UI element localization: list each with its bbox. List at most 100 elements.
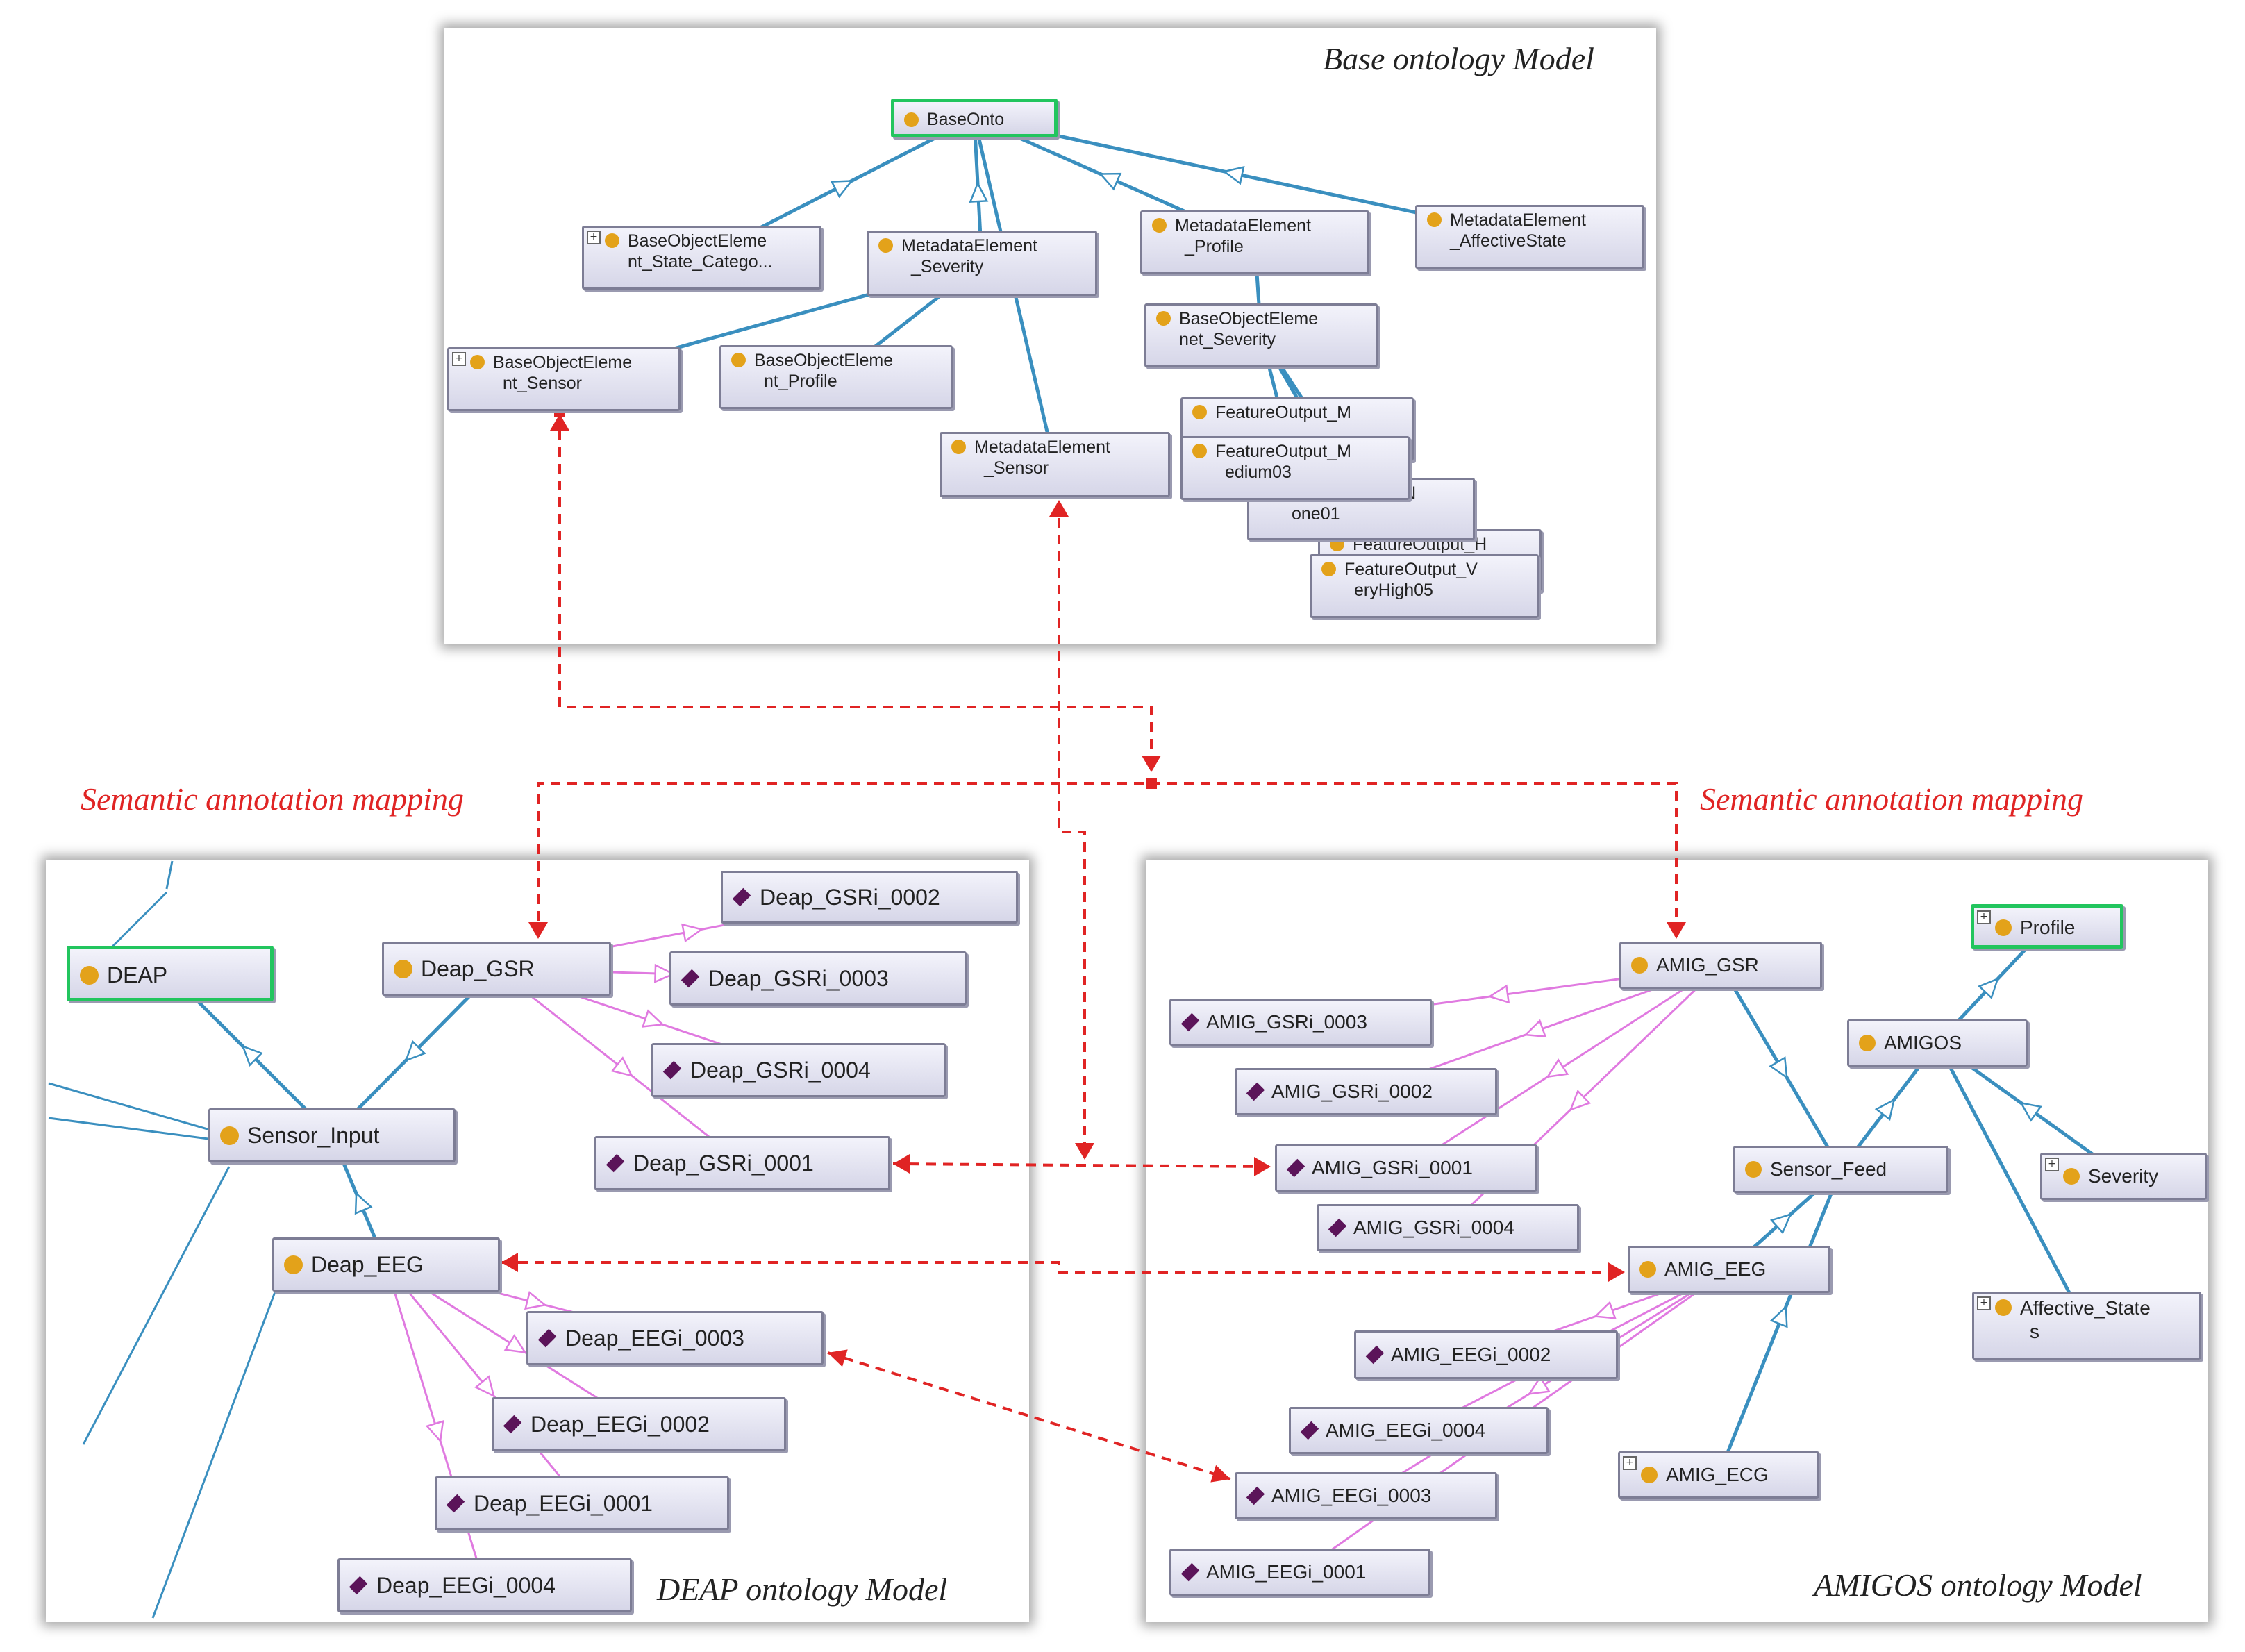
subclass-edge	[82, 1166, 231, 1445]
node-deap-nodes-gsri-0004[interactable]: Deap_GSRi_0004	[651, 1043, 946, 1097]
node-label-line: _AffectiveState	[1450, 231, 1567, 251]
subclass-edge-arrowhead	[2019, 1101, 2042, 1122]
node-amigos-nodes-amigos[interactable]: AMIGOS	[1847, 1019, 2028, 1067]
node-deap-nodes-deap-gsr[interactable]: Deap_GSR	[382, 942, 611, 996]
class-icon	[1641, 1467, 1658, 1483]
class-icon	[878, 238, 893, 253]
node-amigos-nodes-gsri-0001[interactable]: AMIG_GSRi_0001	[1275, 1144, 1537, 1192]
node-deap-nodes-eegi-0002[interactable]: Deap_EEGi_0002	[492, 1397, 786, 1451]
node-deap-nodes-eegi-0004[interactable]: Deap_EEGi_0004	[337, 1558, 632, 1612]
expand-icon[interactable]: +	[2045, 1158, 2059, 1171]
node-deap-nodes-gsri-0001[interactable]: Deap_GSRi_0001	[594, 1136, 890, 1190]
subclass-edge-arrowhead	[404, 1040, 426, 1062]
node-amigos-nodes-amig-ecg[interactable]: +AMIG_ECG	[1618, 1451, 1819, 1499]
class-icon	[1330, 537, 1344, 551]
mapping-line	[892, 1162, 1271, 1168]
class-icon	[1192, 444, 1207, 458]
node-amigos-nodes-gsri-0003[interactable]: AMIG_GSRi_0003	[1169, 999, 1432, 1046]
instance-edge-arrowhead	[1487, 984, 1510, 1004]
class-icon	[1152, 218, 1167, 233]
subclass-edge-arrowhead	[1769, 1212, 1792, 1235]
node-label: Deap_EEGi_0004	[376, 1573, 556, 1598]
subclass-edge-arrowhead	[1978, 977, 1999, 1000]
node-base-nodes-me-affective[interactable]: MetadataElement_AffectiveState	[1415, 205, 1644, 269]
node-amigos-nodes-eegi-0002[interactable]: AMIG_EEGi_0002	[1354, 1330, 1618, 1379]
node-base-nodes-me-sensor[interactable]: MetadataElement_Sensor	[940, 432, 1170, 497]
mapping-arrowhead	[550, 414, 569, 431]
node-amigos-nodes-severity[interactable]: +Severity	[2040, 1153, 2207, 1200]
node-label: Deap_GSRi_0001	[633, 1151, 814, 1176]
class-icon	[731, 353, 746, 367]
subclass-edge	[151, 1284, 279, 1619]
expand-icon[interactable]: +	[1623, 1456, 1637, 1470]
expand-icon[interactable]: +	[452, 352, 466, 366]
expand-icon[interactable]: +	[1977, 1296, 1991, 1310]
node-label: Deap_GSRi_0003	[708, 966, 889, 991]
node-amigos-nodes-eegi-0003[interactable]: AMIG_EEGi_0003	[1235, 1472, 1497, 1519]
class-icon	[904, 112, 919, 127]
individual-icon	[1180, 1012, 1200, 1032]
mapping-arrowhead	[1142, 756, 1161, 772]
instance-edge-arrowhead	[1546, 1058, 1569, 1078]
node-deap-nodes-deap-eeg[interactable]: Deap_EEG	[272, 1237, 500, 1292]
node-label: Deap_GSRi_0004	[690, 1058, 871, 1083]
subclass-edge-arrowhead	[1222, 166, 1245, 185]
node-label: MetadataElement_Sensor	[974, 437, 1110, 478]
node-label: AMIG_GSRi_0002	[1271, 1081, 1433, 1102]
instance-edge-arrowhead	[641, 1009, 665, 1028]
node-base-nodes-me-severity[interactable]: MetadataElement_Severity	[867, 231, 1097, 296]
expand-icon[interactable]: +	[587, 231, 601, 244]
node-deap-nodes-sensor-input[interactable]: Sensor_Input	[208, 1108, 456, 1162]
individual-icon	[1365, 1345, 1385, 1365]
node-label: AMIG_GSRi_0004	[1353, 1217, 1514, 1238]
node-amigos-nodes-gsri-0002[interactable]: AMIG_GSRi_0002	[1235, 1068, 1497, 1115]
node-label-line: MetadataElement	[1175, 216, 1311, 235]
individual-icon	[446, 1494, 465, 1513]
node-deap-nodes-gsri-0002[interactable]: Deap_GSRi_0002	[721, 871, 1018, 924]
node-amigos-nodes-profile[interactable]: +Profile	[1971, 904, 2123, 949]
node-amigos-nodes-eegi-0001[interactable]: AMIG_EEGi_0001	[1169, 1549, 1430, 1596]
node-label: Deap_EEGi_0003	[565, 1326, 744, 1351]
node-label: AMIG_EEGi_0004	[1326, 1419, 1486, 1441]
node-amigos-nodes-amig-eeg[interactable]: AMIG_EEG	[1628, 1246, 1830, 1293]
node-label-line: net_Severity	[1179, 330, 1276, 349]
individual-icon	[1246, 1082, 1265, 1101]
node-label: MetadataElement_Profile	[1175, 215, 1311, 257]
node-label: AMIG_EEGi_0001	[1206, 1561, 1367, 1583]
mapping-line	[1058, 501, 1086, 1158]
subclass-edge-arrowhead	[1769, 1056, 1788, 1080]
class-icon	[1156, 311, 1171, 326]
node-deap-nodes-gsri-0003[interactable]: Deap_GSRi_0003	[669, 951, 967, 1006]
node-amigos-nodes-gsri-0004[interactable]: AMIG_GSRi_0004	[1317, 1204, 1579, 1251]
class-icon	[1745, 1161, 1762, 1178]
mapping-arrowhead	[828, 1349, 848, 1367]
left-mapping-label: Semantic annotation mapping	[81, 781, 464, 817]
node-label: Deap_EEGi_0001	[474, 1491, 653, 1516]
node-deap-nodes-eegi-0001[interactable]: Deap_EEGi_0001	[435, 1476, 729, 1530]
node-amigos-nodes-sensor-feed[interactable]: Sensor_Feed	[1733, 1146, 1948, 1193]
class-icon	[2063, 1168, 2080, 1185]
node-amigos-nodes-amig-gsr[interactable]: AMIG_GSR	[1619, 942, 1822, 989]
node-amigos-nodes-eegi-0004[interactable]: AMIG_EEGi_0004	[1289, 1407, 1549, 1454]
node-deap-nodes-eegi-0003[interactable]: Deap_EEGi_0003	[526, 1311, 824, 1365]
node-deap-nodes-deap[interactable]: DEAP	[67, 946, 274, 1001]
node-label: AMIG_EEG	[1664, 1258, 1767, 1280]
node-label: AMIG_GSR	[1656, 954, 1759, 976]
class-icon	[1995, 1299, 2012, 1316]
node-base-nodes-me-profile[interactable]: MetadataElement_Profile	[1140, 210, 1369, 274]
node-label: DEAP	[107, 962, 168, 987]
node-base-nodes-baseonto[interactable]: BaseOnto	[891, 99, 1058, 137]
individual-icon	[662, 1060, 682, 1080]
node-label-line: Affective_State	[2020, 1297, 2151, 1319]
expand-icon[interactable]: +	[1977, 910, 1991, 924]
